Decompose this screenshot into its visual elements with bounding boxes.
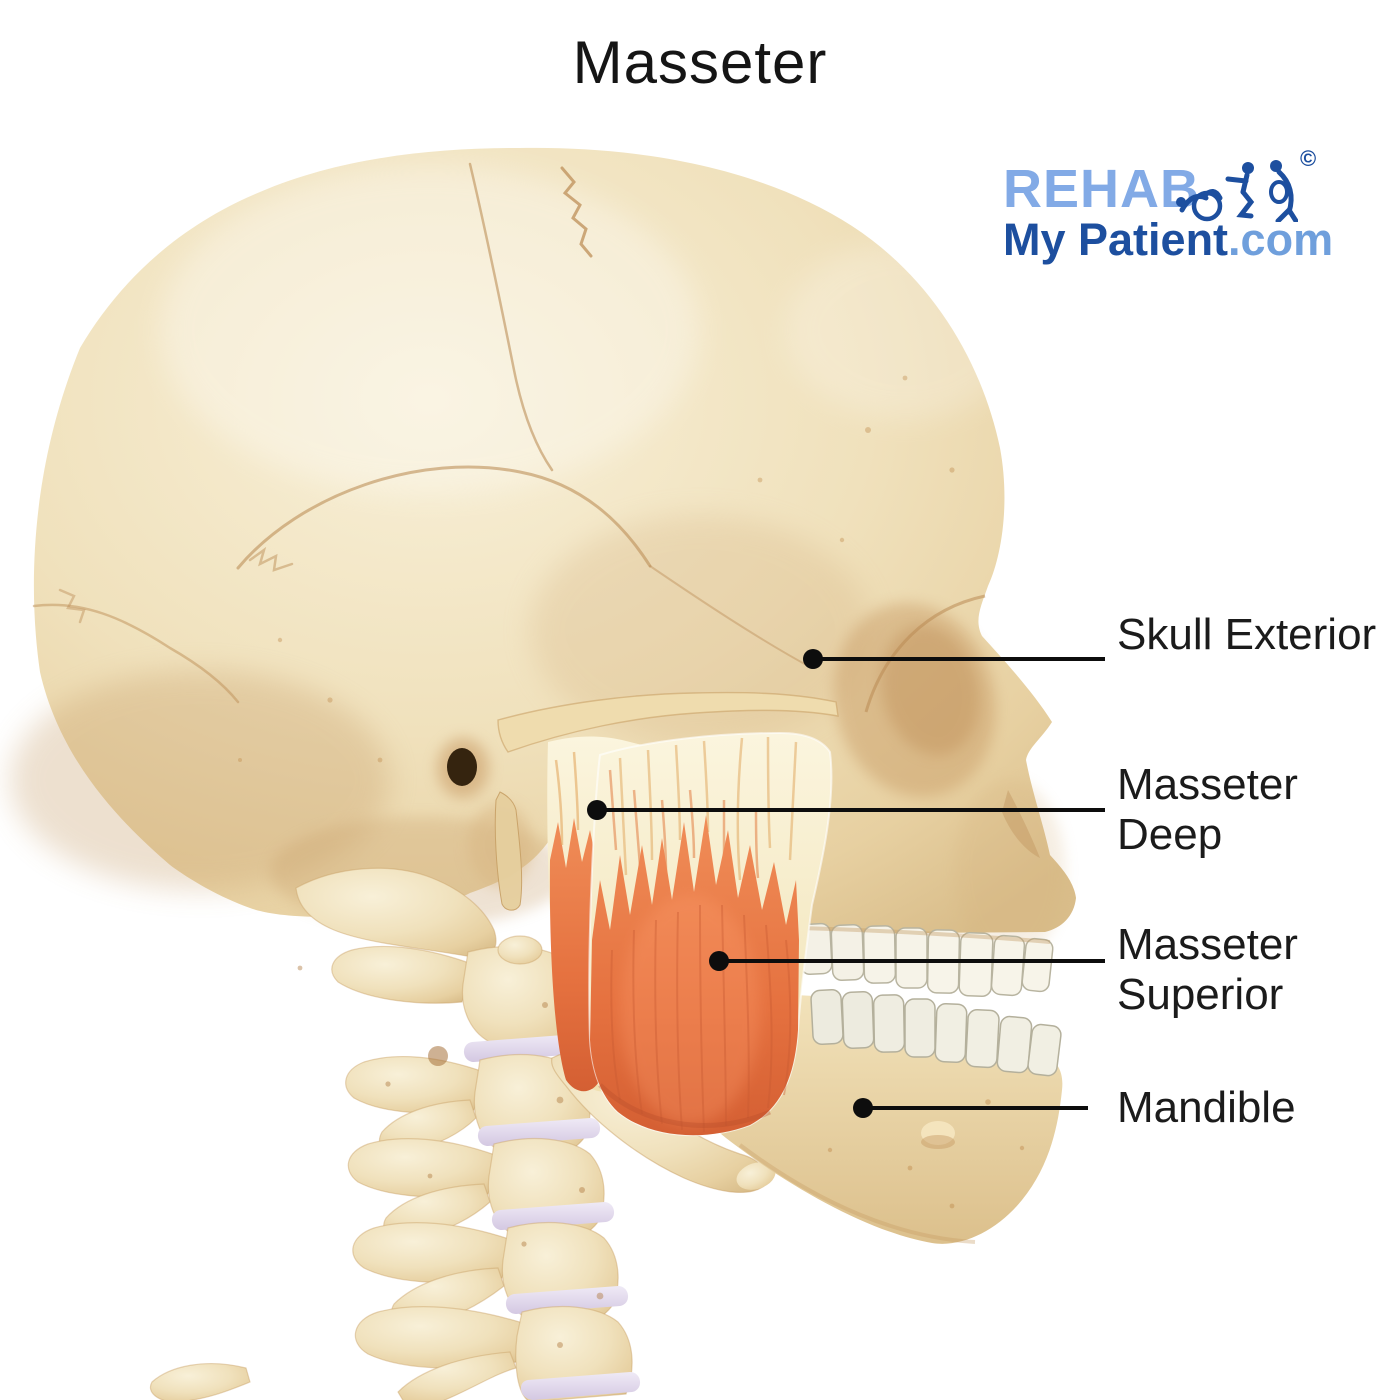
masseter-muscle	[547, 731, 833, 1137]
page-title: Masseter	[572, 29, 828, 96]
label-skull-exterior: Skull Exterior	[1117, 610, 1377, 659]
cervical-spine	[149, 867, 641, 1400]
leader-masseter-deep	[587, 800, 1105, 820]
suture-lines	[32, 162, 813, 704]
exercise-figures-icon	[1176, 160, 1298, 222]
bone-speckles	[238, 375, 955, 763]
upper-teeth	[797, 922, 1054, 997]
lower-teeth	[810, 988, 1062, 1077]
logo-brand-bottom-light: .com	[1228, 214, 1334, 265]
styloid-process	[494, 791, 523, 911]
leader-masseter-superior	[709, 951, 1105, 971]
callout-leaders	[587, 649, 1105, 1118]
label-mandible: Mandible	[1117, 1083, 1296, 1132]
zygomatic-arch	[497, 691, 839, 753]
label-masseter-superior: Masseter Superior	[1117, 920, 1298, 1019]
copyright-icon: ©	[1300, 146, 1317, 171]
skull-cranium	[10, 147, 1076, 960]
masseter-superficial-head	[588, 731, 833, 1137]
logo-brand-bottom: My Patient.com	[1003, 214, 1333, 266]
nasal-aperture	[1002, 790, 1040, 858]
leader-skull-exterior	[803, 649, 1105, 669]
logo-brand-top: REHAB	[1003, 159, 1201, 219]
leader-mandible	[853, 1098, 1088, 1118]
rehab-my-patient-logo: REHAB © My Patient.com	[1000, 146, 1333, 266]
label-masseter-deep: Masseter Deep	[1117, 760, 1298, 859]
logo-brand-bottom-dark: My Patient	[1003, 214, 1229, 265]
